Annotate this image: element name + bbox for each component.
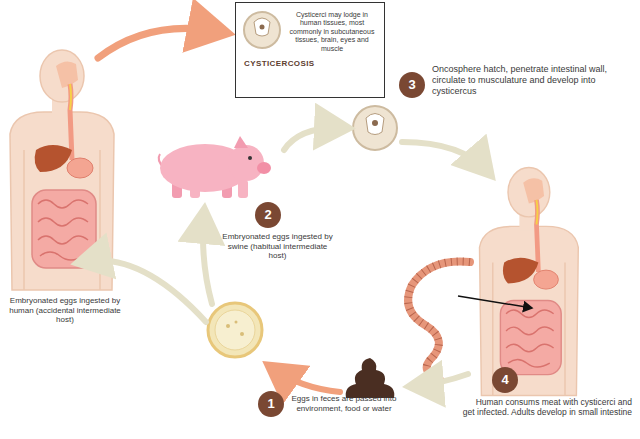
pig — [159, 136, 271, 198]
egg — [208, 303, 262, 357]
box-note: Cysticerci may lodge in human tissues, m… — [286, 11, 378, 53]
step-circle: 2Embryonated eggs ingested by swine (hab… — [255, 202, 281, 228]
step-description: Human consums meat with cysticerci and g… — [462, 397, 632, 417]
callout-number: 3 — [399, 72, 425, 98]
human-figure — [480, 168, 579, 396]
pointer-arrow — [458, 296, 532, 308]
box-ground — [235, 2, 385, 98]
box-heading: CYSTICERCOSIS — [244, 59, 378, 68]
feces — [346, 358, 395, 398]
tapeworm — [408, 261, 470, 380]
step-description: Oncosphere hatch, penetrate intestinal w… — [432, 64, 627, 96]
callout-number: 1 — [258, 391, 284, 417]
cycle-arrows — [82, 28, 488, 392]
step-description: Eggs in feces are passed into environmen… — [288, 394, 400, 413]
callout-number: 4 — [492, 367, 518, 393]
cysticercus-icon — [353, 106, 397, 150]
cysticercus-icon — [244, 12, 280, 48]
free-note: Embryonated eggs ingested by human (acci… — [4, 296, 126, 325]
callout-number: 2 — [255, 202, 281, 228]
step-circle: 4Human consums meat with cysticerci and … — [492, 367, 518, 393]
step-circle: 1Eggs in feces are passed into environme… — [258, 391, 284, 417]
human-figure — [10, 50, 114, 290]
step-description: Embryonated eggs ingested by swine (habi… — [220, 232, 335, 261]
step-circle: 3Oncosphere hatch, penetrate intestinal … — [399, 72, 425, 98]
outcome-box: Cysticerci may lodge in human tissues, m… — [235, 2, 385, 98]
